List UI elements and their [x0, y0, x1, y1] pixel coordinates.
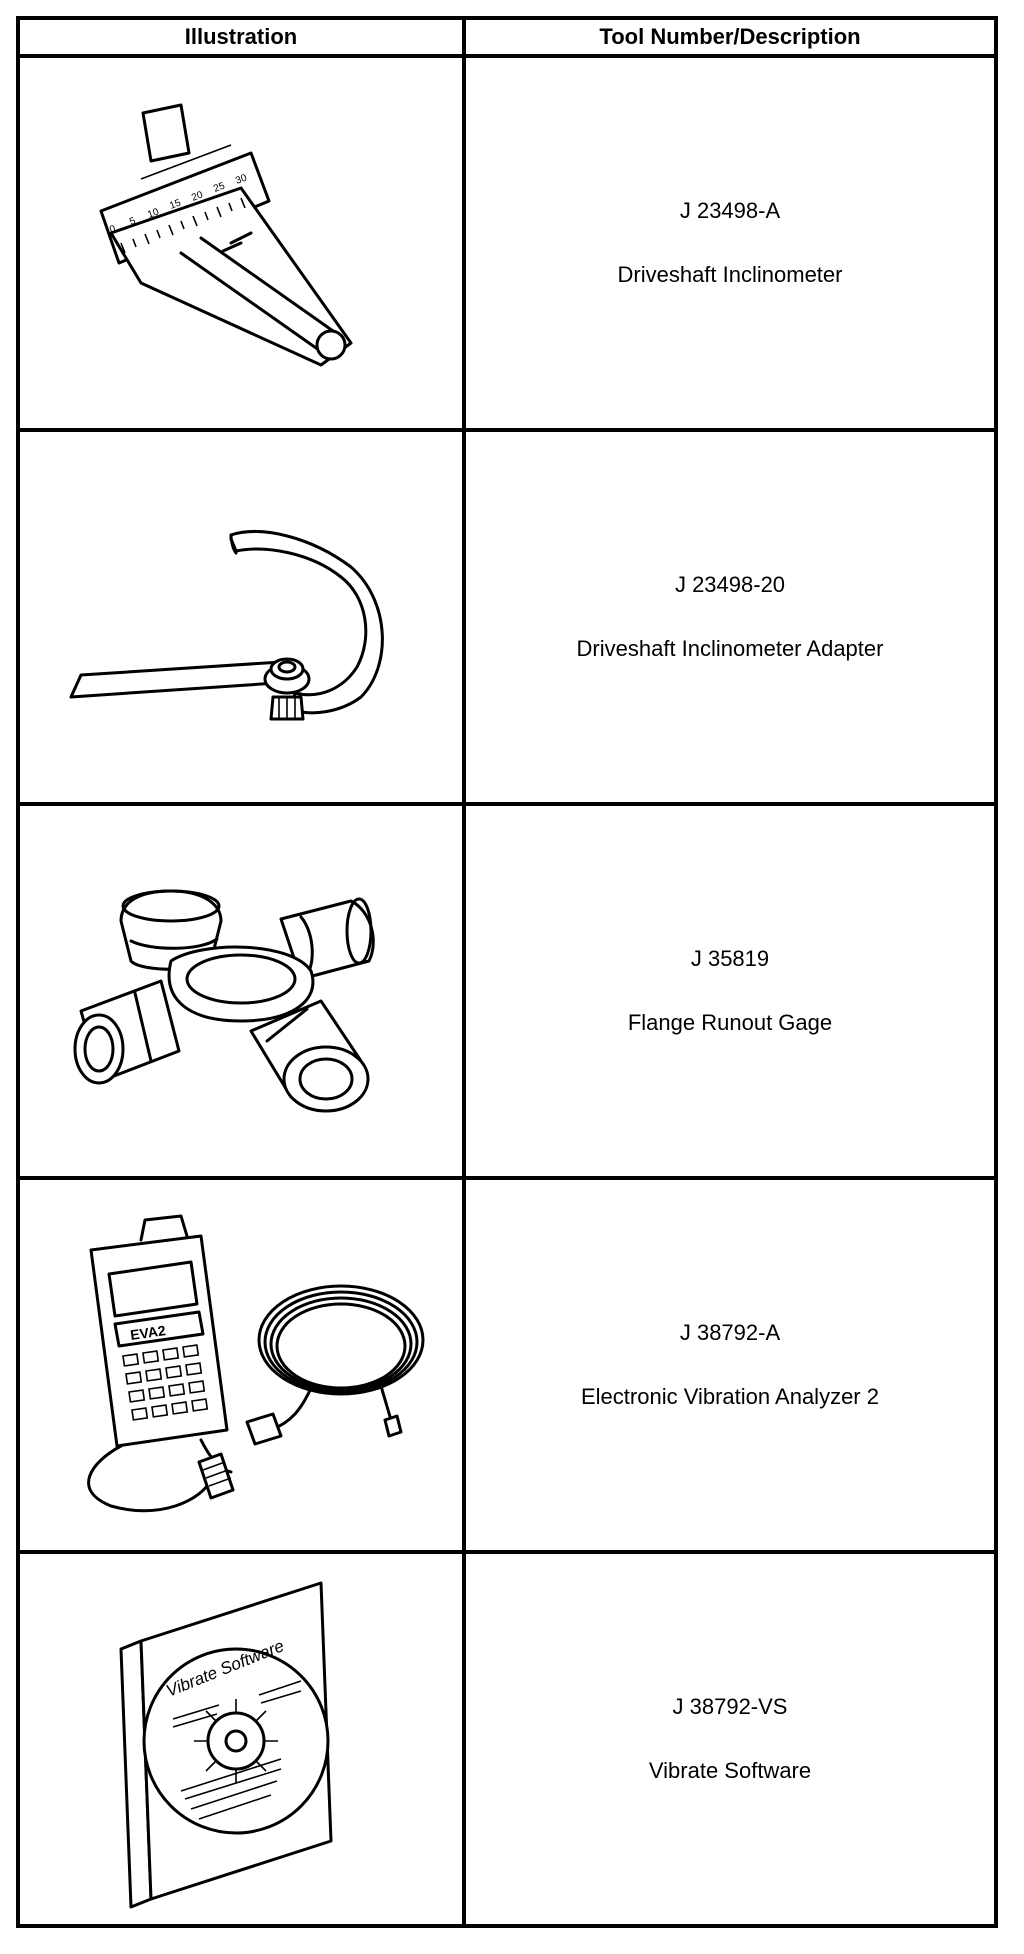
scale-label: 30 [234, 172, 249, 186]
scale-label: 15 [168, 197, 183, 211]
illustration-cell [16, 428, 466, 806]
tool-cell: J 23498-20 Driveshaft Inclinometer Adapt… [462, 428, 998, 806]
tool-description: Electronic Vibration Analyzer 2 [581, 1384, 879, 1409]
illustration-cell: Vibrate Software [16, 1550, 466, 1928]
tool-number: J 35819 [690, 946, 770, 971]
inclinometer-icon: 0 5 10 15 20 25 30 [99, 103, 353, 367]
tool-number: J 23498-A [679, 198, 781, 223]
table-row: J 23498-20 Driveshaft Inclinometer Adapt… [16, 428, 998, 806]
table-row: EVA2 [16, 1176, 998, 1554]
inclinometer-adapter-icon [69, 530, 384, 721]
tool-number: J 38792-A [679, 1320, 781, 1345]
vibration-analyzer-icon: EVA2 [87, 1214, 425, 1513]
scale-label: 5 [128, 215, 138, 227]
tool-number: J 23498-20 [674, 572, 786, 597]
tool-cell: J 23498-A Driveshaft Inclinometer [462, 54, 998, 432]
tool-cell: J 35819 Flange Runout Gage [462, 802, 998, 1180]
tool-number: J 38792-VS [672, 1694, 788, 1719]
illustration-cell [16, 802, 466, 1180]
illustration-cell: EVA2 [16, 1176, 466, 1554]
tool-description: Vibrate Software [648, 1758, 812, 1783]
illustration-cell: 0 5 10 15 20 25 30 [16, 54, 466, 432]
tool-description: Driveshaft Inclinometer Adapter [576, 636, 884, 661]
illustration-header: Illustration [16, 16, 466, 58]
scale-label: 0 [108, 223, 118, 235]
header-row: Illustration Tool Number/Description [16, 16, 998, 58]
software-cd-icon: Vibrate Software [119, 1581, 333, 1909]
scale-label: 25 [212, 180, 227, 194]
analyzer-brand-label: EVA2 [129, 1322, 167, 1343]
table-row: Vibrate Software J 38792-VS Vibrate Soft… [16, 1550, 998, 1928]
scale-label: 10 [146, 206, 161, 220]
tool-cell: J 38792-VS Vibrate Software [462, 1550, 998, 1928]
tool-description: Driveshaft Inclinometer [617, 262, 843, 287]
tool-description: Flange Runout Gage [627, 1010, 833, 1035]
special-tools-table: Illustration Tool Number/Description [16, 16, 998, 1928]
table-row: 0 5 10 15 20 25 30 J 23498-A Driveshaft … [16, 54, 998, 432]
table-row: J 35819 Flange Runout Gage [16, 802, 998, 1180]
scale-label: 20 [190, 189, 205, 203]
tool-cell: J 38792-A Electronic Vibration Analyzer … [462, 1176, 998, 1554]
universal-joint-icon [73, 889, 375, 1113]
inclinometer-scale-labels: 0 5 10 15 20 25 30 [108, 172, 249, 235]
tool-header: Tool Number/Description [462, 16, 998, 58]
